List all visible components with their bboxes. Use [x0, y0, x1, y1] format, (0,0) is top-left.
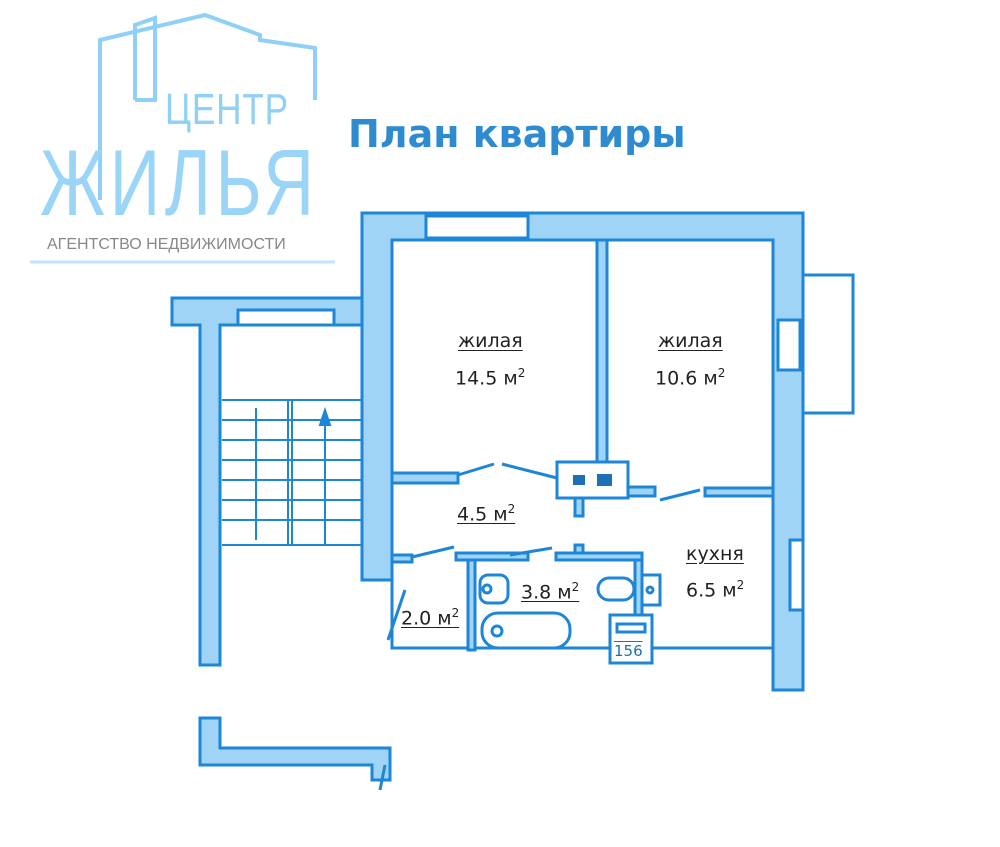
room-name: кухня — [686, 543, 744, 565]
walls — [170, 211, 805, 782]
logo-main-word: ЖИЛЬЯ — [40, 130, 319, 235]
stove-label: 156 — [614, 642, 643, 660]
room-name: жилая — [658, 330, 723, 352]
bathroom-fixtures — [478, 573, 662, 665]
windows — [236, 214, 805, 612]
room-area: 14.5 м2 — [455, 366, 526, 390]
utility-shaft-icon — [555, 460, 630, 500]
logo-top-word: ЦЕНТР — [165, 85, 289, 134]
sink-icon — [478, 573, 510, 605]
bathtub-icon — [480, 611, 572, 650]
toilet-icon — [596, 576, 636, 602]
arrow-up-icon — [318, 406, 332, 426]
room-area: 2.0 м2 — [401, 606, 460, 630]
room-name: жилая — [458, 330, 523, 352]
room-area: 3.8 м2 — [521, 580, 580, 604]
staircase — [222, 399, 362, 546]
balcony — [803, 273, 855, 415]
door-swings — [378, 462, 701, 791]
room-area: 10.6 м2 — [655, 366, 726, 390]
logo-building-icon — [98, 12, 317, 200]
page-title: План квартиры — [348, 112, 686, 156]
room-area: 4.5 м2 — [457, 502, 516, 526]
logo-tagline: АГЕНТСТВО НЕДВИЖИМОСТИ — [47, 236, 286, 253]
room-area: 6.5 м2 — [686, 578, 745, 602]
